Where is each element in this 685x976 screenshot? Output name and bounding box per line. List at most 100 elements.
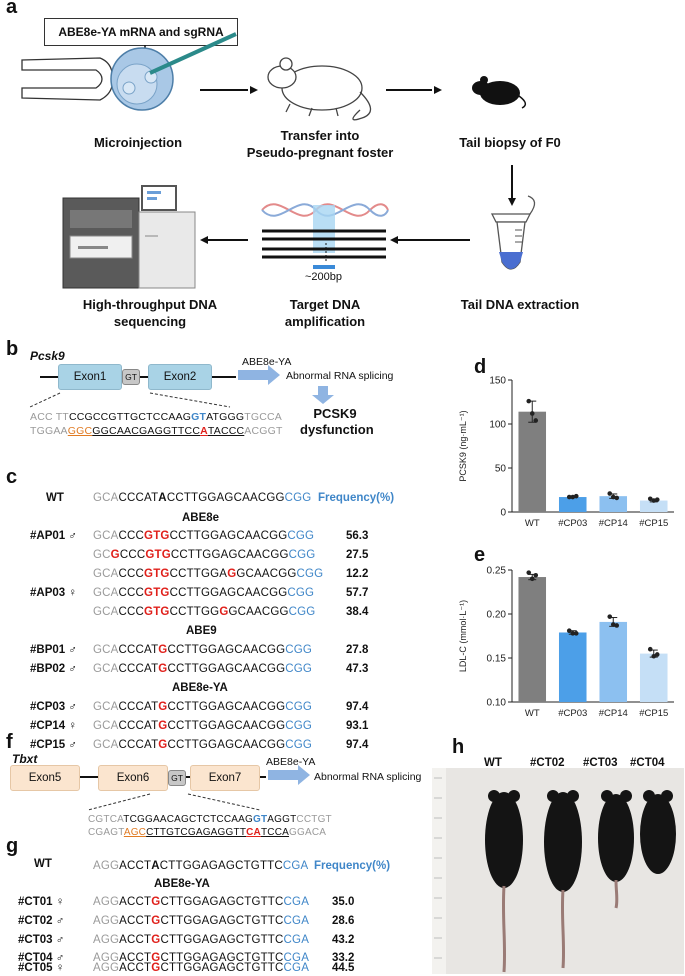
pcsk9-dysfunction: PCSK9 dysfunction bbox=[300, 406, 374, 437]
data-point bbox=[570, 494, 576, 500]
wt-seq-c: GCACCCATACCTTGGAGCAACGGCGG bbox=[93, 492, 312, 504]
gene-pcsk9: Pcsk9 bbox=[30, 349, 65, 363]
bar bbox=[639, 500, 668, 512]
wt-label-c: WT bbox=[46, 492, 64, 504]
bar bbox=[558, 497, 587, 512]
edited-seq: AGGACCTGCTTGGAGAGCTGTTCCGA bbox=[93, 962, 310, 974]
frequency-value: 38.4 bbox=[346, 606, 369, 618]
editor-abe9: ABE9 bbox=[186, 625, 217, 637]
editor-abe8e-ya: ABE8e-YA bbox=[172, 682, 228, 694]
wt-label-g: WT bbox=[34, 858, 52, 870]
bar bbox=[599, 496, 628, 512]
frequency-value: 93.1 bbox=[346, 720, 369, 732]
editor-abe8e: ABE8e bbox=[182, 512, 220, 524]
sequencer-illustration bbox=[62, 185, 196, 289]
mouse-label-ct02: #CT02 bbox=[530, 757, 565, 769]
panel-e-letter: e bbox=[474, 544, 486, 566]
data-point bbox=[607, 491, 613, 496]
mouse-label-ct04: #CT04 bbox=[630, 757, 665, 769]
x-tick-label: WT bbox=[525, 518, 540, 529]
y-axis-label: PCSK9 (ng·mL⁻¹) bbox=[458, 410, 468, 481]
abnormal-splicing-pcsk9: Abnormal RNA splicing bbox=[286, 370, 394, 382]
data-point bbox=[526, 570, 532, 575]
gene-tbxt: Tbxt bbox=[12, 752, 38, 766]
sample-id: #CT03 ♂ bbox=[18, 934, 65, 946]
sample-id: #AP01 ♂ bbox=[30, 530, 77, 542]
data-point bbox=[573, 493, 579, 499]
y-tick-label: 0.25 bbox=[487, 566, 507, 577]
gt-box-tbxt: GT bbox=[168, 770, 186, 786]
edited-seq: AGGACCTGCTTGGAGAGCTGTTCCGA bbox=[93, 952, 310, 964]
bar bbox=[599, 621, 628, 702]
data-point bbox=[566, 628, 572, 634]
data-point bbox=[533, 572, 539, 578]
sample-id: #AP03 ♀ bbox=[30, 587, 77, 599]
y-axis-label: LDL-C (mmol·L⁻¹) bbox=[458, 600, 468, 672]
mouse-label-wt: WT bbox=[484, 757, 502, 769]
editor-abe8e-ya-g: ABE8e-YA bbox=[154, 878, 210, 890]
edited-seq: GCGCCCGTGCCTTGGAGCAACGGCGG bbox=[93, 549, 316, 561]
x-tick-label: #CP14 bbox=[599, 708, 628, 719]
y-tick-label: 150 bbox=[489, 376, 506, 387]
exon1-box: Exon1 bbox=[58, 364, 122, 390]
step-high-throughput-sequencing: High-throughput DNA sequencing bbox=[82, 297, 218, 329]
frequency-value: 33.2 bbox=[332, 952, 355, 964]
step-tail-biopsy: Tail biopsy of F0 bbox=[459, 135, 561, 150]
editor-label-pcsk9: ABE8e-YA bbox=[242, 356, 292, 368]
workflow-arrows bbox=[200, 89, 513, 241]
data-point bbox=[573, 631, 579, 636]
microinjection-illustration bbox=[21, 32, 237, 111]
data-point bbox=[566, 494, 572, 500]
y-tick-label: 0.15 bbox=[487, 654, 507, 665]
x-tick-label: #CP15 bbox=[639, 708, 668, 719]
frequency-value: 43.2 bbox=[332, 934, 355, 946]
tbxt-top-strand: CGTCATCGGAACAGCTCTCCAAGGTAGGTCCTGT bbox=[88, 814, 332, 825]
frequency-value: 27.5 bbox=[346, 549, 369, 561]
edited-seq: AGGACCTGCTTGGAGAGCTGTTCCGA bbox=[93, 896, 310, 908]
y-tick-label: 0.10 bbox=[487, 698, 507, 709]
exon5-box: Exon5 bbox=[10, 765, 80, 791]
y-tick-label: 0 bbox=[500, 508, 506, 519]
panel-c-letter: c bbox=[6, 466, 18, 488]
y-tick-label: 0.20 bbox=[487, 610, 507, 621]
data-point bbox=[607, 614, 613, 619]
step-tail-dna-extraction: Tail DNA extraction bbox=[460, 297, 580, 312]
tbxt-bottom-strand: CGAGTAGCCTTGTCGAGAGGTTCATCCAGGACA bbox=[88, 827, 327, 838]
frequency-value: 57.7 bbox=[346, 587, 369, 599]
y-tick-label: 100 bbox=[489, 420, 506, 431]
frequency-value: 56.3 bbox=[346, 530, 369, 542]
bar bbox=[518, 411, 547, 512]
data-point bbox=[647, 496, 653, 502]
edited-seq: GCACCCGTGCCTTGGAGCAACGGCGG bbox=[93, 587, 315, 599]
sample-id: #CP03 ♂ bbox=[30, 701, 77, 713]
x-tick-label: WT bbox=[525, 708, 540, 719]
abnormal-splicing-tbxt: Abnormal RNA splicing bbox=[314, 771, 422, 783]
frequency-value: 47.3 bbox=[346, 663, 369, 675]
edited-seq: GCACCCGTGCCTTGGAGGCAACGGCGG bbox=[93, 568, 324, 580]
panel-h-letter: h bbox=[452, 736, 465, 758]
frequency-value: 35.0 bbox=[332, 896, 355, 908]
dna-amplicon-lines bbox=[262, 229, 386, 259]
f0-mouse-illustration bbox=[472, 76, 527, 109]
edited-seq: GCACCCATGCCTTGGAGCAACGGCGG bbox=[93, 644, 313, 656]
sample-id: #CT04 ♂ bbox=[18, 952, 65, 964]
tube-illustration bbox=[490, 195, 536, 270]
panel-f-letter: f bbox=[6, 731, 13, 753]
data-point bbox=[647, 646, 653, 652]
sample-id: #BP01 ♂ bbox=[30, 644, 77, 656]
exon6-box: Exon6 bbox=[98, 765, 168, 791]
panel-d-letter: d bbox=[474, 356, 487, 378]
data-point bbox=[614, 495, 620, 501]
frequency-value: 27.8 bbox=[346, 644, 369, 656]
edited-seq: GCACCCATGCCTTGGAGCAACGGCGG bbox=[93, 720, 313, 732]
editor-label-tbxt: ABE8e-YA bbox=[266, 756, 316, 768]
sample-id: #CT01 ♀ bbox=[18, 896, 65, 908]
frequency-value: 97.4 bbox=[346, 739, 369, 751]
frequency-value: 12.2 bbox=[346, 568, 369, 580]
panel-a-illustrations bbox=[21, 32, 536, 289]
data-point bbox=[654, 497, 660, 502]
tail-phenotype-mice bbox=[432, 768, 676, 974]
x-tick-label: #CP15 bbox=[639, 518, 668, 529]
sample-id: #CP14 ♀ bbox=[30, 720, 77, 732]
pseudo-pregnant-mouse-illustration bbox=[267, 57, 372, 121]
